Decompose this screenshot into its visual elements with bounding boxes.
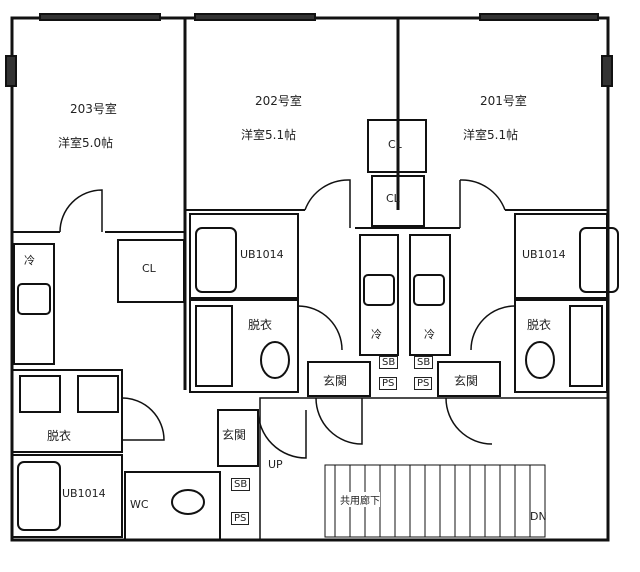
dressing-label-202: 脱衣 bbox=[248, 318, 273, 332]
entrance-label-203: 玄関 bbox=[222, 428, 247, 442]
kitchen-201 bbox=[409, 234, 451, 356]
bath-lower bbox=[11, 454, 123, 538]
dressing-lower bbox=[11, 369, 123, 453]
kitchen-203 bbox=[13, 243, 55, 365]
dressing-202 bbox=[189, 299, 299, 393]
wc-lower bbox=[124, 471, 221, 541]
bath-202 bbox=[189, 213, 299, 299]
kitchen-202 bbox=[359, 234, 399, 356]
ps-label-202: PS bbox=[379, 377, 398, 390]
room-name-203: 203号室 bbox=[70, 102, 117, 116]
ub-label-201: UB1014 bbox=[522, 248, 566, 261]
closet-label-201: CL bbox=[386, 192, 400, 205]
fridge-label-201: 冷 bbox=[424, 328, 435, 341]
dn-label: DN bbox=[530, 510, 547, 523]
entrance-202 bbox=[307, 361, 371, 397]
fridge-label-202: 冷 bbox=[371, 328, 382, 341]
ps-label-201: PS bbox=[414, 377, 433, 390]
room-name-201: 201号室 bbox=[480, 94, 527, 108]
entrance-label-202: 玄関 bbox=[323, 374, 348, 388]
dressing-label-lower: 脱衣 bbox=[47, 429, 72, 443]
ps-label-lower: PS bbox=[231, 512, 250, 525]
closet-label-203: CL bbox=[142, 262, 156, 275]
dressing-label-201: 脱衣 bbox=[527, 318, 552, 332]
sb-label-202: SB bbox=[379, 356, 399, 369]
ub-label-202: UB1014 bbox=[240, 248, 284, 261]
closet-201 bbox=[371, 175, 425, 227]
corridor bbox=[259, 397, 609, 541]
dressing-201 bbox=[514, 299, 608, 393]
ub-label-lower: UB1014 bbox=[62, 487, 106, 500]
stairs bbox=[324, 464, 546, 538]
sb-label-201: SB bbox=[414, 356, 434, 369]
door-arc bbox=[59, 189, 103, 233]
corridor-label: 共用廊下 bbox=[340, 492, 380, 507]
room-name-202: 202号室 bbox=[255, 94, 302, 108]
closet-label-202: CL bbox=[388, 138, 402, 151]
closet-203 bbox=[117, 239, 185, 303]
room-type-202: 洋室5.1帖 bbox=[241, 128, 297, 142]
window-201 bbox=[479, 13, 599, 21]
bath-201 bbox=[514, 213, 608, 299]
window-left bbox=[5, 55, 17, 87]
room-type-203: 洋室5.0帖 bbox=[58, 136, 114, 150]
fridge-label-203: 冷 bbox=[24, 254, 35, 267]
window-203 bbox=[39, 13, 161, 21]
entrance-label-201: 玄関 bbox=[454, 374, 479, 388]
entrance-201 bbox=[437, 361, 501, 397]
sb-label-lower: SB bbox=[231, 478, 251, 491]
up-label: UP bbox=[268, 458, 283, 471]
window-right bbox=[601, 55, 613, 87]
room-type-201: 洋室5.1帖 bbox=[463, 128, 519, 142]
closet-202 bbox=[367, 119, 427, 173]
wc-label: WC bbox=[130, 498, 149, 511]
entrance-203 bbox=[217, 409, 259, 467]
window-202 bbox=[194, 13, 316, 21]
